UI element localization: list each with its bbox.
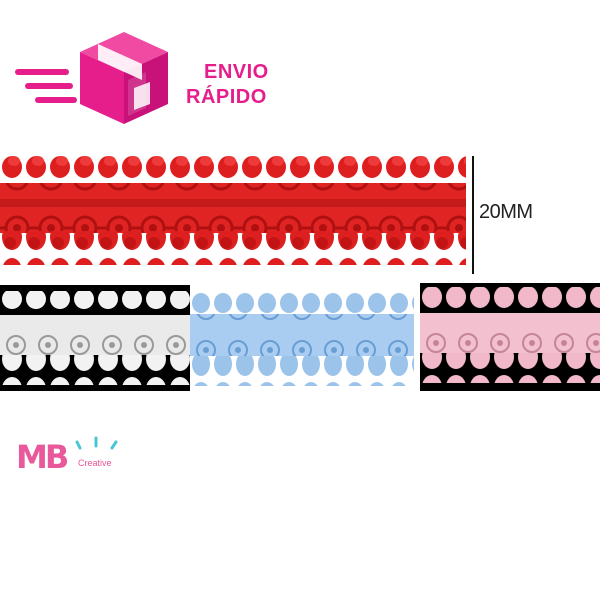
lace-pattern-red: [0, 155, 466, 265]
lace-pattern-white: [0, 291, 190, 385]
fast-delivery-box-icon: [15, 32, 168, 124]
lace-pattern-light-blue: [190, 292, 414, 386]
fast-delivery-badge: ENVIO RÁPIDO: [14, 16, 274, 132]
lace-strip-red: [0, 153, 466, 281]
lace-strip-light-blue: [190, 290, 414, 390]
logo-monogram: MB: [16, 438, 69, 476]
badge-line-1: ENVIO: [204, 61, 269, 83]
dimension-label: 20MM: [479, 201, 533, 223]
lace-strip-pink: [420, 283, 600, 391]
sparkle-icon: [75, 436, 118, 450]
dimension-line: [472, 156, 474, 274]
brand-logo: MB Creative: [16, 436, 126, 482]
lace-pattern-pink: [420, 287, 600, 383]
badge-line-2: RÁPIDO: [186, 86, 267, 108]
logo-subtitle: Creative: [78, 458, 112, 468]
lace-strip-white: [0, 285, 190, 391]
